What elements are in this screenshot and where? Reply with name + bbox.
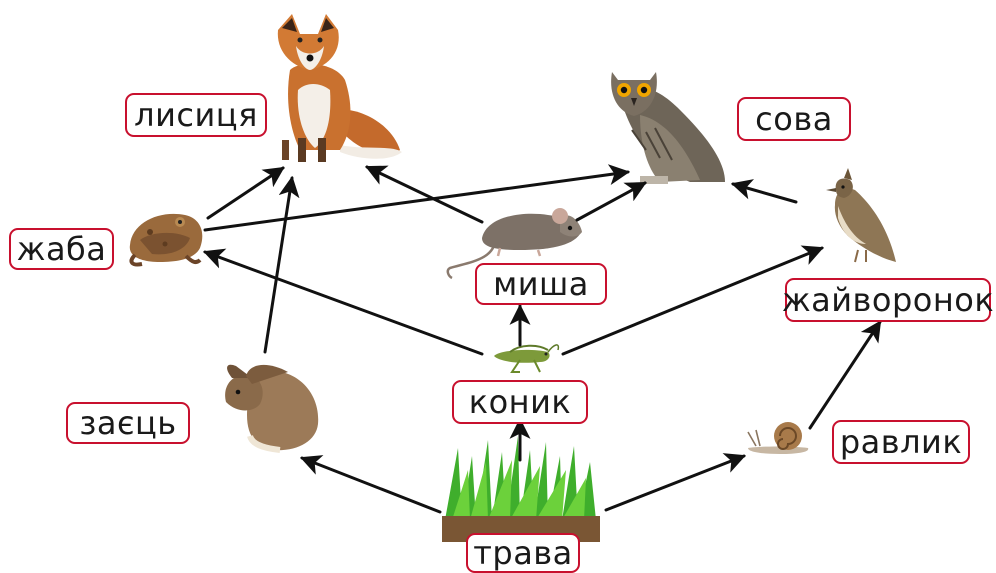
fox-picture: [277, 14, 402, 162]
label-owl: сова: [737, 97, 851, 141]
arrow-mouse-owl: [575, 181, 647, 222]
label-fox: лисиця: [125, 93, 267, 137]
grasshopper-picture: [494, 344, 560, 373]
label-lark: жайворонок: [782, 278, 994, 322]
arrow-hare-fox: [263, 175, 300, 354]
arrow-snail-lark: [808, 320, 882, 430]
label-hare: заєць: [66, 402, 190, 444]
arrow-frog-owl: [203, 164, 631, 232]
label-mouse: миша: [475, 263, 607, 305]
arrow-mouse-fox: [365, 165, 484, 224]
owl-picture: [611, 72, 725, 184]
arrows-layer: [203, 164, 882, 514]
label-grasshopper: коник: [452, 380, 588, 424]
arrow-grasshopper-frog: [203, 248, 484, 356]
arrow-frog-fox: [206, 166, 285, 220]
label-snail: равлик: [832, 420, 970, 464]
arrow-grass-hare: [300, 455, 442, 514]
snail-picture: [747, 422, 809, 454]
label-frog: жаба: [9, 228, 114, 270]
arrow-lark-owl: [730, 179, 798, 204]
hare-picture: [225, 364, 319, 453]
lark-picture: [826, 168, 896, 263]
frog-picture: [129, 213, 203, 267]
arrow-grass-snail: [604, 453, 746, 512]
arrow-grasshopper-lark: [561, 245, 824, 356]
mouse-picture: [446, 208, 582, 280]
label-grass: трава: [466, 533, 580, 573]
